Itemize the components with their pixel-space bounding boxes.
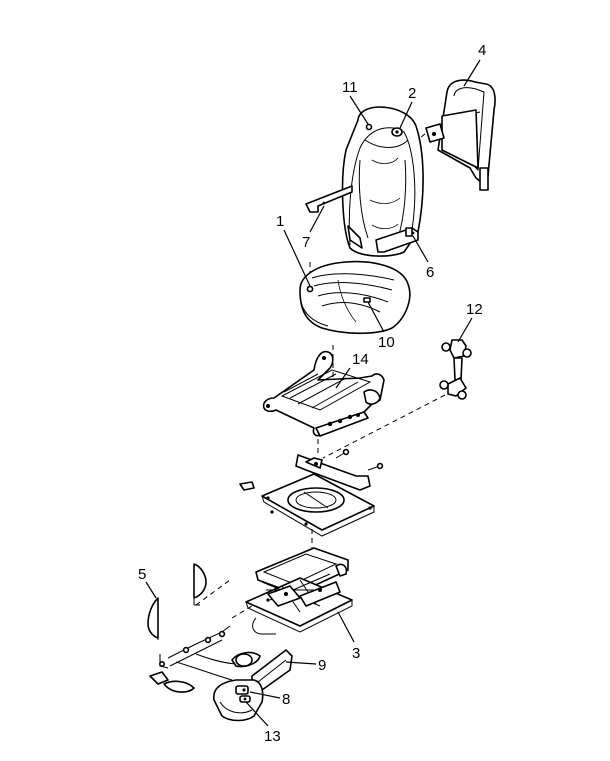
callout-5: 5 [138,566,146,583]
callout-7: 7 [302,234,310,251]
base-plate [239,473,375,537]
callout-12: 12 [466,301,483,318]
seat-cushion [299,260,411,335]
callout-2: 2 [408,85,416,102]
suspension-assembly [245,547,353,635]
callout-13: 13 [264,728,281,745]
callout-6: 6 [426,264,434,281]
callout-labels: 11 2 4 1 7 6 10 14 12 5 3 9 8 13 [138,42,486,745]
right-armrest-bracket [375,227,419,253]
handle-frame [425,79,496,191]
left-armrest-bracket [305,185,353,213]
seat-back [341,106,424,257]
shock-absorber [439,339,472,400]
seat-frame [262,350,385,437]
callout-14: 14 [352,351,369,368]
callout-9: 9 [318,657,326,674]
side-cover-lower [145,581,159,640]
callout-10: 10 [378,334,395,351]
callout-1: 1 [276,213,284,230]
side-cover-upper [193,563,207,606]
leader-lines [245,59,481,727]
callout-3: 3 [352,645,360,662]
callout-4: 4 [478,42,486,59]
control-linkage [149,625,293,693]
mounting-brackets [295,448,384,491]
side-control-panel [212,679,264,722]
callout-8: 8 [282,691,290,708]
callout-11: 11 [342,79,358,96]
